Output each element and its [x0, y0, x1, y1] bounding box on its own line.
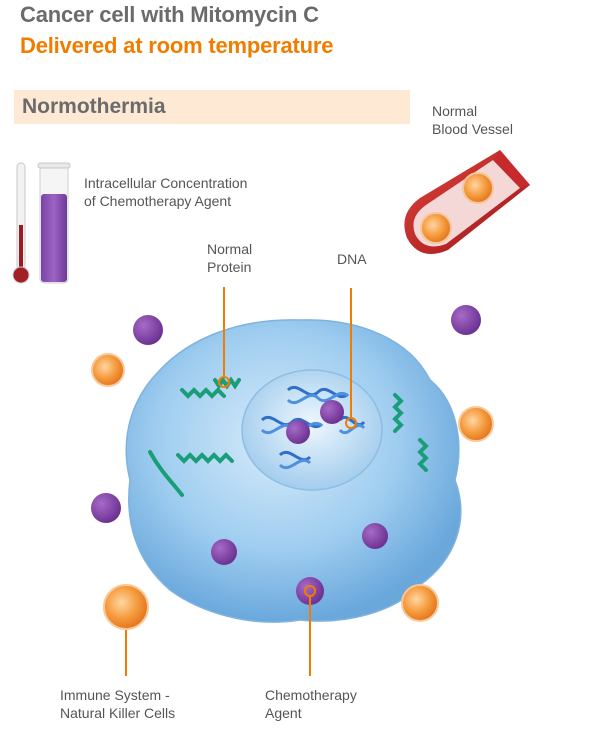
normal-protein-label: Normal Protein [207, 241, 253, 275]
concentration-label: Intracellular Concentration of Chemother… [84, 175, 248, 209]
nucleus [241, 369, 383, 491]
protein [148, 450, 184, 497]
protein-leader-marker [218, 376, 230, 388]
protein [176, 452, 234, 464]
chemo-agent [296, 577, 324, 605]
chemo-agent [451, 305, 481, 335]
chemo-agent [320, 400, 344, 424]
dna-strand [286, 386, 350, 404]
condition-banner: Normothermia [14, 90, 410, 124]
killer-cell [401, 584, 439, 622]
killer-cell [103, 584, 149, 630]
chemo-agent [133, 315, 163, 345]
chemo-agent [91, 493, 121, 523]
chemo-leader-marker [304, 585, 316, 597]
protein [417, 438, 429, 472]
chemo-agent [211, 539, 237, 565]
killer-cell [458, 406, 494, 442]
blood-vessel-cell [420, 212, 452, 244]
protein [392, 393, 404, 433]
page-subtitle: Delivered at room temperature [20, 33, 334, 58]
blood-vessel-icon [404, 150, 530, 254]
killer-cell [91, 353, 125, 387]
chemo-agent-label: Chemotherapy Agent [265, 687, 357, 721]
condition-label: Normothermia [22, 95, 166, 118]
blood-vessel-cell [462, 172, 494, 204]
test-tube-icon [37, 162, 71, 284]
blood-vessel-label: Normal Blood Vessel [432, 103, 513, 137]
chemo-agent [286, 420, 310, 444]
page-title: Cancer cell with Mitomycin C [20, 2, 319, 27]
chemo-agent [362, 523, 388, 549]
dna-leader-marker [345, 417, 357, 429]
dna-strand [278, 451, 312, 469]
thermometer-icon [12, 162, 30, 284]
protein [180, 387, 226, 399]
dna-label: DNA [337, 251, 367, 267]
immune-cells-label: Immune System - Natural Killer Cells [60, 687, 176, 721]
